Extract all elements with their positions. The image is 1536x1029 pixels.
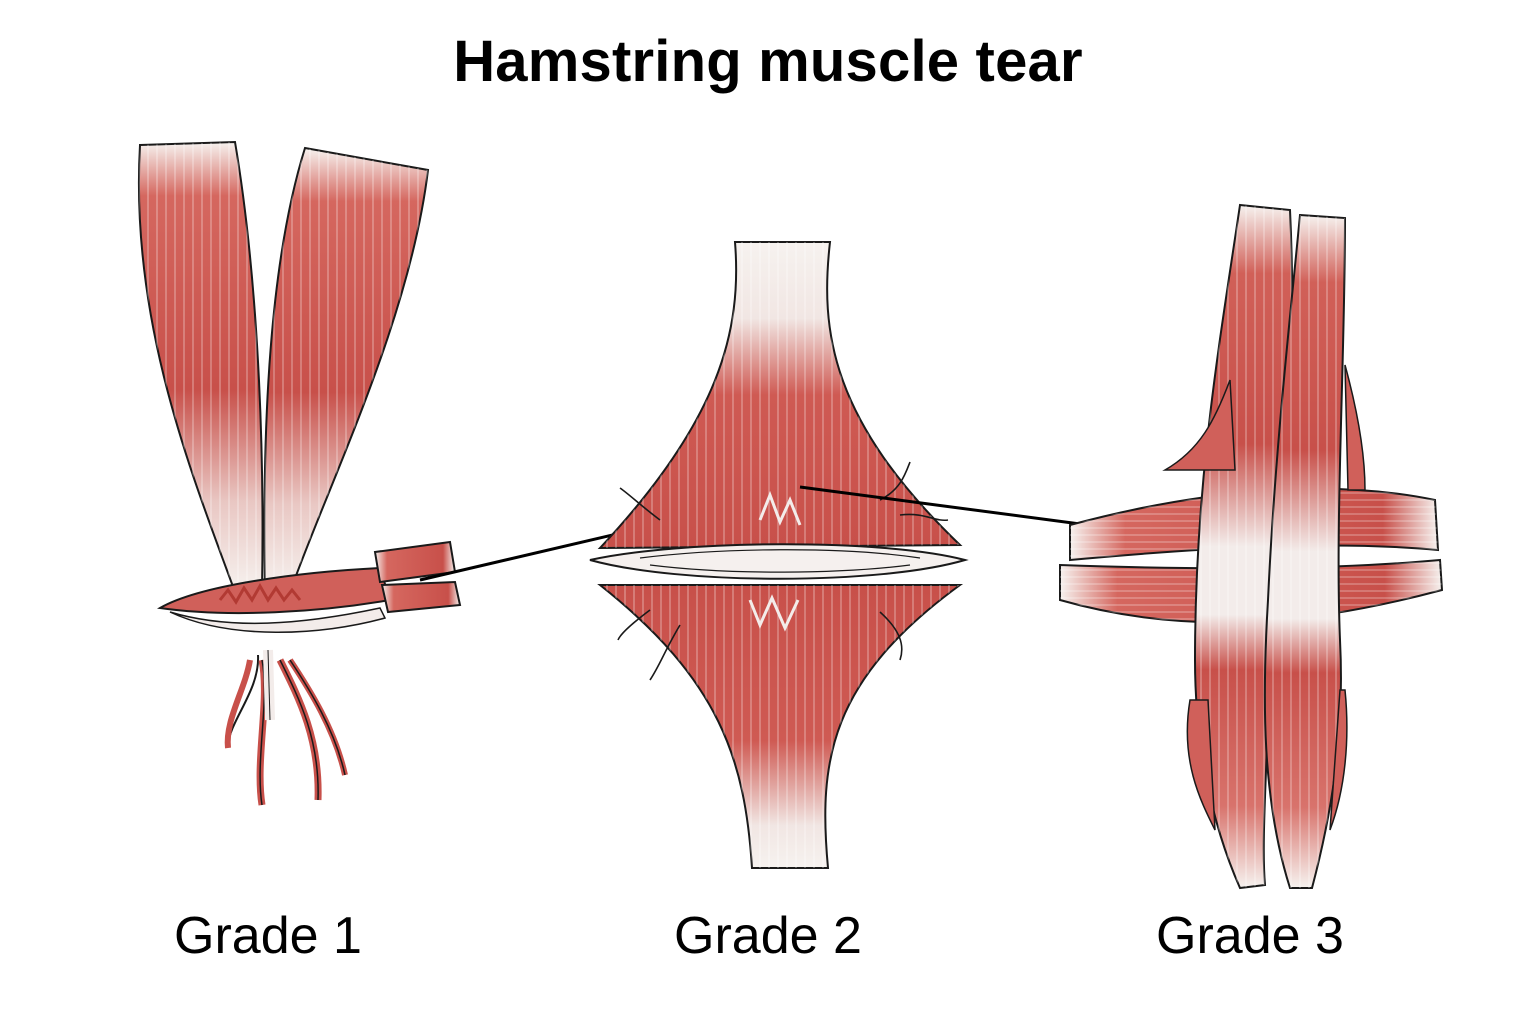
grade-3-illustration: [1059, 203, 1444, 890]
grade-1-label: Grade 1: [174, 907, 362, 965]
grade-2-illustration: [589, 241, 1119, 869]
grade-2-leader-line: [799, 485, 1119, 531]
grade-1-illustration: [137, 140, 669, 806]
diagram-title: Hamstring muscle tear: [453, 29, 1083, 94]
grade-3-label: Grade 3: [1156, 907, 1344, 965]
grade-2-label: Grade 2: [674, 907, 862, 965]
grade-2-frayed-fibers: [619, 487, 661, 521]
grade-1-frayed-strands: [227, 654, 260, 746]
